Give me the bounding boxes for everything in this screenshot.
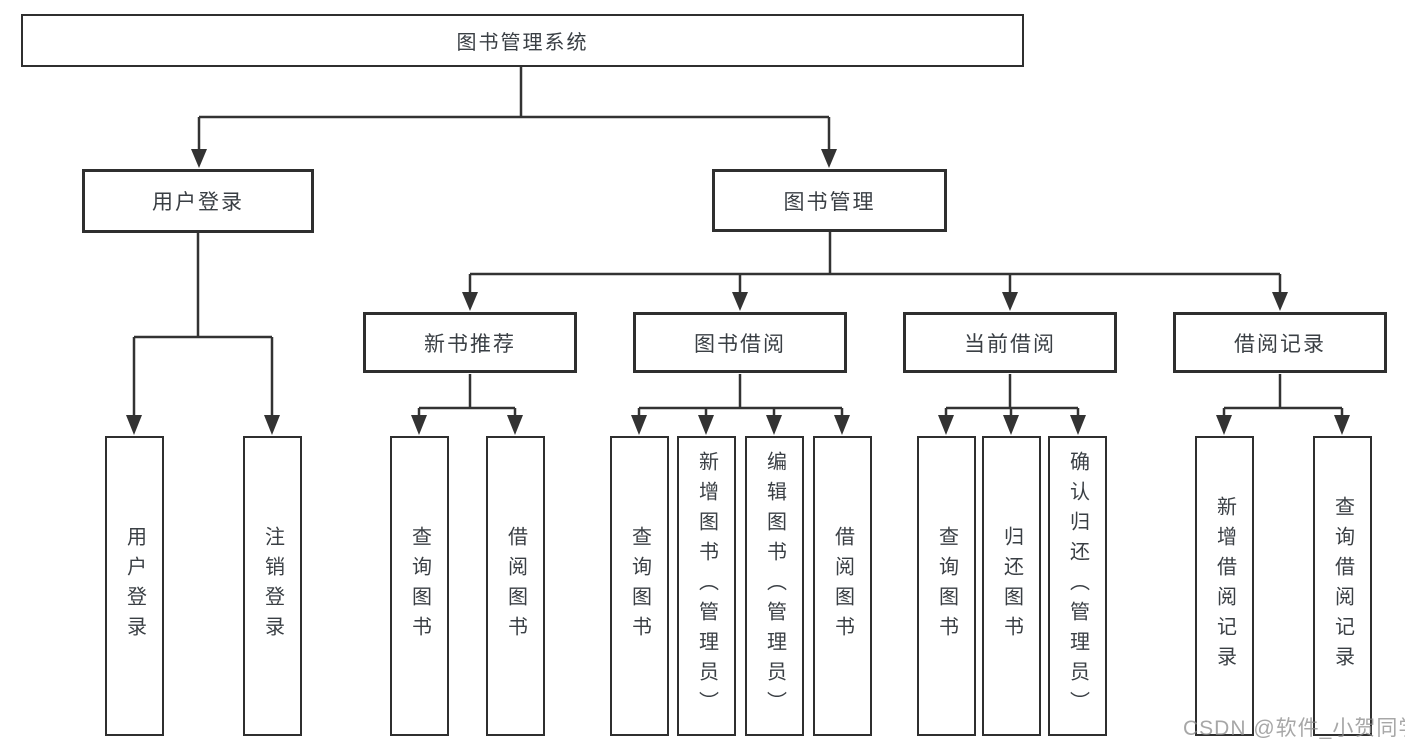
leaf-borrow-add-books-admin: 新增图书（管理员） — [677, 436, 736, 736]
node-label: 借阅记录 — [1234, 332, 1326, 356]
leaf-user-login: 用户登录 — [105, 436, 164, 736]
leaf-records-query-record: 查询借阅记录 — [1313, 436, 1372, 736]
leaf-label: 借阅图书 — [504, 526, 527, 646]
leaf-borrow-query-books: 查询图书 — [610, 436, 669, 736]
node-label: 新书推荐 — [424, 332, 516, 356]
leaf-label: 查询图书 — [935, 526, 958, 646]
node-label: 用户登录 — [152, 191, 244, 214]
node-label: 图书管理系统 — [456, 32, 589, 54]
leaf-current-confirm-return-admin: 确认归还（管理员） — [1048, 436, 1107, 736]
leaf-records-add-record: 新增借阅记录 — [1195, 436, 1254, 736]
node-book-borrow: 图书借阅 — [633, 312, 847, 373]
leaf-label: 编辑图书（管理员） — [763, 451, 786, 721]
leaf-label: 查询图书 — [628, 526, 651, 646]
leaf-current-return-books: 归还图书 — [982, 436, 1041, 736]
leaf-label: 归还图书 — [1000, 526, 1023, 646]
node-book-management: 图书管理 — [712, 169, 947, 232]
node-new-book-recommend: 新书推荐 — [363, 312, 577, 373]
leaf-borrow-edit-books-admin: 编辑图书（管理员） — [745, 436, 804, 736]
node-user-login: 用户登录 — [82, 169, 314, 233]
leaf-label: 查询图书 — [408, 526, 431, 646]
leaf-recommend-borrow-books: 借阅图书 — [486, 436, 545, 736]
node-root: 图书管理系统 — [21, 14, 1024, 67]
leaf-borrow-borrow-books: 借阅图书 — [813, 436, 872, 736]
leaf-label: 借阅图书 — [831, 526, 854, 646]
leaf-label: 查询借阅记录 — [1331, 496, 1354, 676]
leaf-label: 新增图书（管理员） — [695, 451, 718, 721]
node-label: 当前借阅 — [964, 332, 1056, 356]
node-current-borrow: 当前借阅 — [903, 312, 1117, 373]
csdn-watermark: CSDN @软件_小贺同学 — [1183, 717, 1405, 740]
leaf-label: 注销登录 — [261, 526, 284, 646]
leaf-label: 用户登录 — [123, 526, 146, 646]
node-label: 图书管理 — [783, 190, 876, 214]
node-label: 图书借阅 — [694, 332, 786, 356]
leaf-current-query-books: 查询图书 — [917, 436, 976, 736]
node-borrow-records: 借阅记录 — [1173, 312, 1387, 373]
leaf-logout: 注销登录 — [243, 436, 302, 736]
leaf-recommend-query-books: 查询图书 — [390, 436, 449, 736]
leaf-label: 确认归还（管理员） — [1066, 451, 1089, 721]
leaf-label: 新增借阅记录 — [1213, 496, 1236, 676]
